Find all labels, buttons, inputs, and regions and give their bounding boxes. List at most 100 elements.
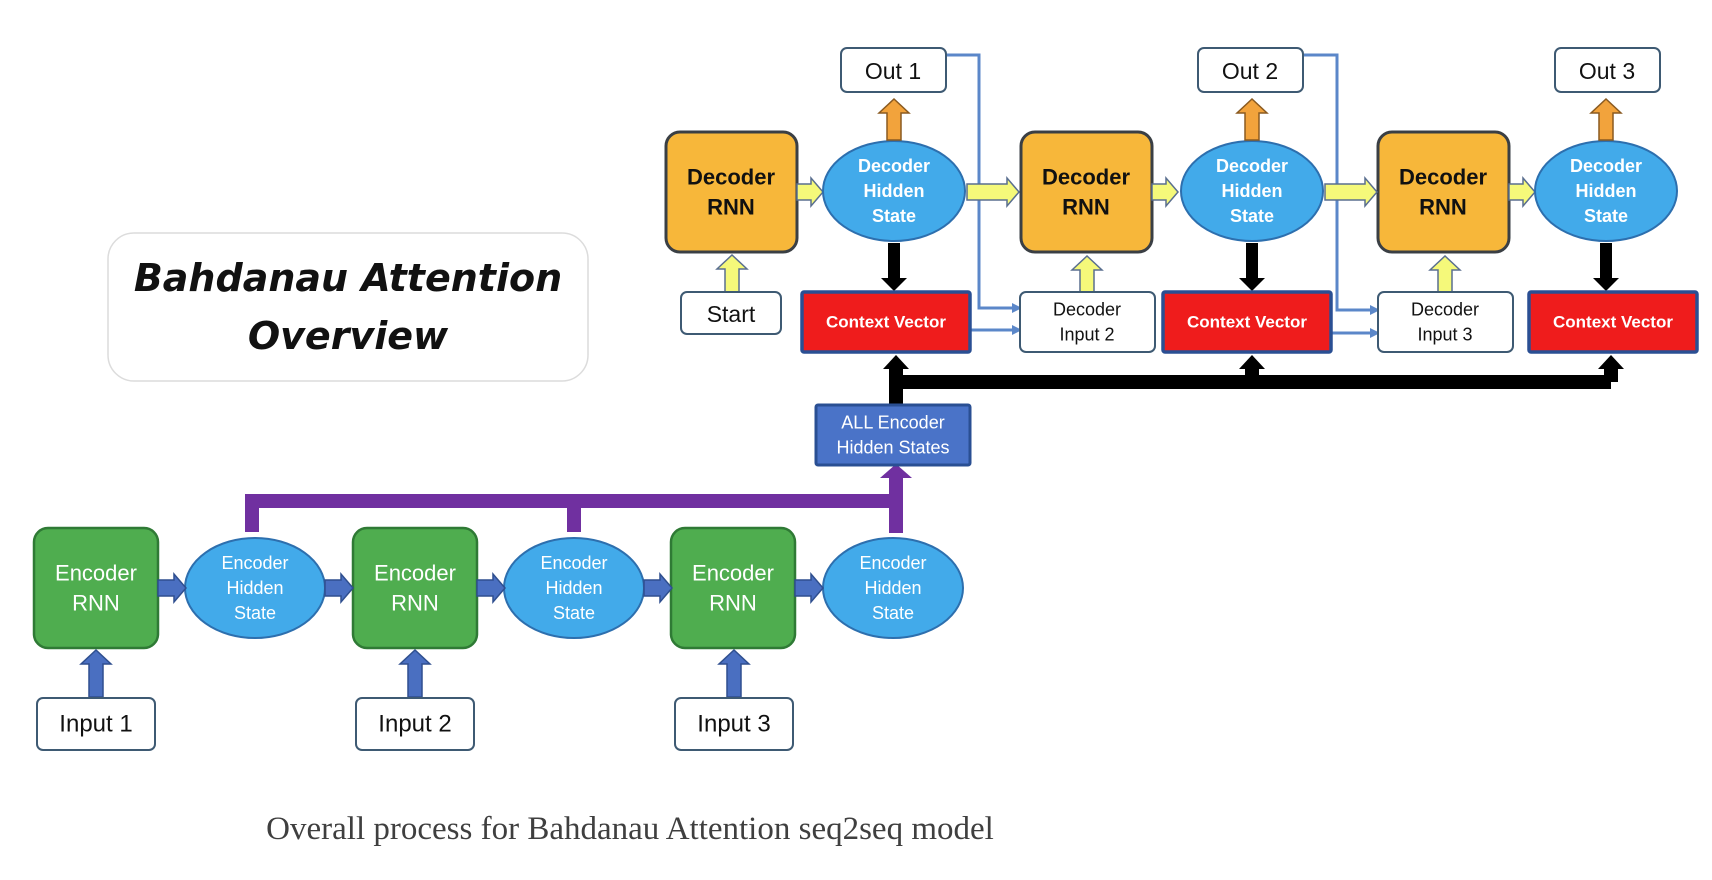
decoder-hidden-state-3-text: Decoder — [1570, 156, 1642, 176]
context-vector-2 — [1161, 290, 1333, 354]
state-to-context-arrow-2 — [1239, 243, 1265, 291]
title-text: Overview — [248, 314, 449, 358]
output-arrow-3 — [1589, 97, 1623, 141]
decoder-input-arrow-3 — [1428, 254, 1462, 293]
encoder-hidden-state-1-text: State — [234, 603, 276, 623]
title-box — [107, 232, 589, 382]
black-bus-arrowhead-3 — [1598, 355, 1624, 369]
decoder-rnn-2-text: RNN — [1062, 195, 1110, 220]
input-box-3-text: Input 3 — [697, 711, 770, 738]
decoder-hidden-state-3-text: State — [1584, 206, 1628, 226]
all-encoder-hidden-states-text: ALL Encoder — [841, 413, 944, 433]
input-box-3 — [674, 697, 794, 751]
decoder-hidden-state-1 — [822, 140, 966, 242]
encoder-hidden-state-1-text: Encoder — [221, 553, 288, 573]
decoder-rnn-3-text: RNN — [1419, 195, 1467, 220]
decoder-input-box-3-text: Input 3 — [1417, 325, 1472, 345]
encoder-rnn-2-text: Encoder — [374, 561, 456, 586]
encoder-rnn-2 — [351, 526, 479, 650]
encoder-arrow-state2-to-rnn3 — [643, 571, 673, 605]
out-box-2 — [1197, 47, 1304, 93]
feedback-line-out2 — [1304, 53, 1380, 315]
decoder-hidden-state-3-text: Hidden — [1576, 181, 1637, 201]
black-bus-main — [889, 375, 1611, 405]
encoder-hidden-state-3-text: State — [872, 603, 914, 623]
encoder-rnn-1-text: Encoder — [55, 561, 137, 586]
input-box-2 — [355, 697, 475, 751]
decoder-arrow-state2-to-rnn3 — [1324, 175, 1378, 209]
decoder-hidden-state-2-text: Decoder — [1216, 156, 1288, 176]
encoder-rnn-1-text: RNN — [72, 591, 120, 616]
encoder-arrow-rnn-to-state-3 — [794, 571, 824, 605]
context-vector-1-text: Context Vector — [826, 313, 946, 332]
start-arrow — [715, 253, 749, 293]
connector-lines — [245, 53, 1624, 533]
decoder-hidden-state-3 — [1534, 140, 1678, 242]
decoder-hidden-state-1-text: Decoder — [858, 156, 930, 176]
input-box-1 — [36, 697, 156, 751]
purple-bus-arrowhead — [880, 464, 912, 478]
encoder-hidden-state-1-text: Hidden — [226, 578, 283, 598]
all-encoder-hidden-states-text: Hidden States — [836, 438, 949, 458]
out-box-3-text: Out 3 — [1579, 58, 1635, 84]
decoder-hidden-state-2 — [1180, 140, 1324, 242]
encoder-arrow-state1-to-rnn2 — [324, 571, 354, 605]
input-box-2-text: Input 2 — [378, 711, 451, 738]
input-arrow-3 — [717, 648, 751, 698]
context-vector-3 — [1527, 290, 1699, 354]
context-vector-1 — [800, 290, 972, 354]
decoder-arrow-rnn-to-state-1 — [796, 175, 824, 209]
state-to-context-arrow-3 — [1593, 243, 1619, 291]
decoder-arrow-rnn-to-state-3 — [1508, 175, 1536, 209]
out-box-3 — [1554, 47, 1661, 93]
encoder-rnn-3-text: Encoder — [692, 561, 774, 586]
figure-caption: Overall process for Bahdanau Attention s… — [266, 811, 994, 847]
decoder-input-box-3-text: Decoder — [1411, 300, 1479, 320]
decoder-input-box-2-text: Input 2 — [1059, 325, 1114, 345]
input-arrow-2 — [398, 648, 432, 698]
decoder-hidden-state-1-text: State — [872, 206, 916, 226]
title-text: Bahdanau Attention — [134, 256, 562, 300]
feedback-line-out1 — [946, 53, 1022, 313]
encoder-rnn-3 — [669, 526, 797, 650]
decoder-rnn-3-text: Decoder — [1399, 165, 1487, 190]
out-box-2-text: Out 2 — [1222, 58, 1278, 84]
start-box-text: Start — [707, 301, 756, 327]
decoder-hidden-state-2-text: Hidden — [1222, 181, 1283, 201]
decoder-rnn-1-text: Decoder — [687, 165, 775, 190]
decoder-hidden-state-1-text: Hidden — [864, 181, 925, 201]
black-bus-arrowhead-1 — [883, 355, 909, 369]
decoder-arrow-state1-to-rnn2 — [966, 175, 1020, 209]
start-box — [680, 291, 782, 335]
output-arrow-2 — [1235, 97, 1269, 141]
encoder-hidden-state-2-text: Encoder — [540, 553, 607, 573]
input-box-1-text: Input 1 — [59, 711, 132, 738]
decoder-rnn-3 — [1376, 130, 1511, 254]
input-arrow-1 — [79, 648, 113, 698]
output-arrow-1 — [877, 97, 911, 141]
encoder-hidden-state-2-text: Hidden — [545, 578, 602, 598]
all-encoder-hidden-states — [814, 403, 972, 467]
decoder-input-box-2 — [1019, 291, 1156, 353]
decoder-rnn-2 — [1019, 130, 1154, 254]
out-box-1 — [840, 47, 947, 93]
encoder-hidden-state-3-text: Encoder — [859, 553, 926, 573]
decoder-input-arrow-2 — [1070, 254, 1104, 293]
decoder-input-box-3 — [1377, 291, 1514, 353]
decoder-hidden-state-2-text: State — [1230, 206, 1274, 226]
black-bus-arrowhead-2 — [1239, 355, 1265, 369]
context-vector-3-text: Context Vector — [1553, 313, 1673, 332]
